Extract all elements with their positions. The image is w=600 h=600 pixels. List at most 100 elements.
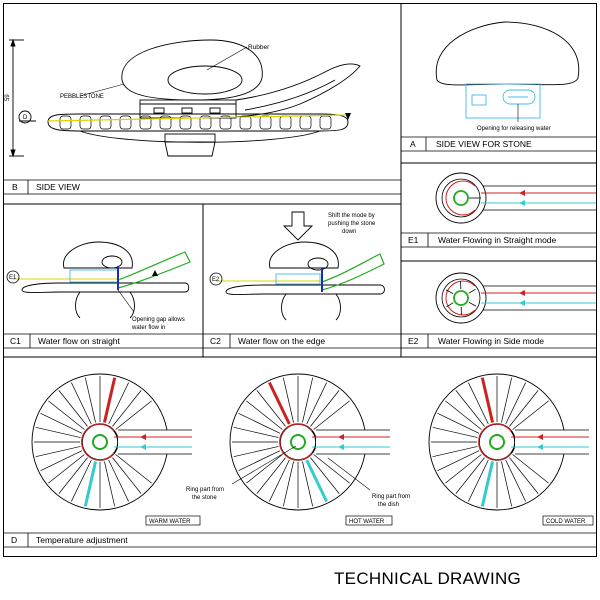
side-flow-arrow (468, 301, 477, 307)
side-view-drawing (9, 38, 361, 158)
dial-slot (468, 459, 489, 502)
dial-label-cold: COLD WATER (546, 519, 586, 525)
e1-top-view (435, 172, 596, 224)
dial-slot (505, 459, 526, 502)
dial-label-warm: WARM WATER (149, 519, 191, 525)
c1-note-leader (117, 289, 135, 313)
dial-slot (115, 454, 152, 484)
dial-slot (480, 377, 495, 423)
dial-channel-gap (515, 430, 585, 454)
c1-note-line2: water flow in (131, 325, 165, 331)
dial-slot (282, 377, 294, 423)
ring-stone-line2: the stone (192, 495, 217, 501)
dial-slot (305, 459, 328, 503)
dial-cold-arrow (537, 444, 543, 450)
dial-slot (102, 377, 117, 423)
caption-d-text: Temperature adjustment (36, 535, 128, 545)
dial-slot (115, 400, 152, 430)
dish-rib (259, 115, 272, 130)
dial-slot (108, 382, 129, 425)
c1-drawing (6, 241, 191, 319)
side-view-water-line (47, 114, 346, 122)
dish-rib (159, 115, 172, 130)
caption-e2-text: Water Flowing in Side mode (438, 336, 544, 346)
dial-slot (455, 457, 485, 494)
c1-note-line1: Opening gap allows (132, 317, 185, 323)
c2-note-line3: down (342, 229, 356, 235)
dial-slot (268, 381, 291, 425)
dial-label-box-warm (145, 515, 201, 526)
dish-rib (79, 115, 92, 130)
dial-slot (512, 400, 549, 430)
center-green-ring (453, 190, 469, 206)
dish-rib (99, 115, 112, 130)
dial-slot (233, 446, 279, 458)
dial-slot (71, 459, 92, 502)
dial-slot (58, 390, 88, 427)
dial-slot (313, 454, 350, 484)
caption-d-letter: D (11, 535, 17, 545)
dimension-value: 59 (5, 94, 11, 101)
dial-slot (480, 461, 495, 507)
label-pebblestone: PEBBLESTONE (60, 94, 104, 100)
c2-note-line1: Shift the mode by (328, 213, 375, 219)
e2-top-view (435, 272, 596, 324)
center-green-ring (453, 290, 469, 306)
dial-slot (238, 413, 281, 434)
side-flow-arrow (468, 288, 476, 294)
dial-slot (501, 461, 513, 507)
dial-center-ring (489, 434, 505, 450)
dial-inner-arc (81, 423, 115, 461)
pebblestone-leader (79, 83, 125, 97)
dial-slot (437, 413, 480, 434)
dial-cold-water (428, 373, 589, 511)
dial-slot (40, 413, 83, 434)
dial-slot (48, 454, 85, 484)
cold-arrow (519, 300, 525, 306)
dial-channel-gap (118, 430, 188, 454)
caption-c2-letter: C2 (210, 336, 221, 346)
caption-e2-letter: E2 (408, 336, 419, 346)
ring-dish-line2: the dish (378, 502, 399, 508)
dial-slot (509, 390, 539, 427)
dial-slot (83, 461, 98, 507)
dial-slot (310, 390, 340, 427)
side-view-arrow (345, 113, 351, 120)
inner-arc (445, 180, 476, 216)
marker-d: D (23, 115, 28, 121)
dial-center-ring (92, 434, 108, 450)
label-rubber: Rubber (248, 44, 270, 51)
dial-slot (445, 400, 482, 430)
dial-hot-arrow (140, 434, 146, 440)
dial-slot (233, 426, 279, 438)
dial-slot (48, 400, 85, 430)
caption-b-letter: B (12, 182, 18, 192)
caption-c1-text: Water flow on straight (38, 336, 121, 346)
dish-rib (279, 115, 292, 130)
dial-center-ring (290, 434, 306, 450)
dial-slot (112, 457, 142, 494)
outer-ring (435, 272, 487, 324)
dial-slot (84, 377, 96, 423)
side-flow-arrow (445, 289, 454, 295)
footer-title: TECHNICAL DRAWING (334, 569, 521, 588)
dial-slot (58, 457, 88, 494)
outer-ring (435, 172, 487, 224)
hot-arrow (519, 190, 525, 196)
dish-rib (239, 115, 252, 130)
dial-slot (40, 450, 83, 471)
dial-label-hot: HOT WATER (349, 519, 385, 525)
dial-slot (246, 454, 283, 484)
inner-ring (441, 278, 481, 318)
ring-stone-line1: Ring part from (186, 487, 224, 493)
dial-slot (35, 446, 81, 458)
caption-e1-text: Water Flowing in Straight mode (438, 235, 557, 245)
hot-arrow (519, 290, 525, 296)
dial-slot (108, 459, 129, 502)
dial-slot (246, 400, 283, 430)
dial-slot (306, 382, 327, 425)
dial-slot (509, 457, 539, 494)
ring-dish-line1: Ring part from (372, 494, 410, 500)
c2-marker: E2 (212, 277, 220, 283)
dish-rib (139, 115, 152, 130)
